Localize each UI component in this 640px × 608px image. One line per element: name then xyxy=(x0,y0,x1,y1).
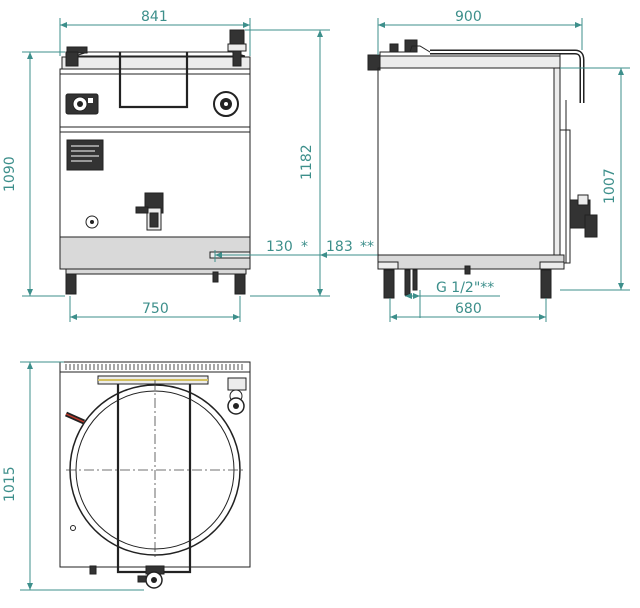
top-handle-frame xyxy=(116,384,192,574)
front-view xyxy=(59,29,251,295)
dim-feet-width: 750 xyxy=(142,301,169,317)
front-lid xyxy=(74,51,246,57)
dim-front-height: 1090 xyxy=(2,156,18,192)
front-foot-right xyxy=(234,273,246,295)
side-foot-right xyxy=(540,269,552,299)
dim-top-depth: 1015 xyxy=(2,466,18,502)
top-tap xyxy=(227,377,247,391)
front-rim xyxy=(61,56,251,70)
dim-side-height: 1007 xyxy=(602,168,618,204)
front-band xyxy=(59,126,251,133)
side-view xyxy=(367,39,598,299)
front-water-inlet xyxy=(212,271,219,283)
dim-front-width: 841 xyxy=(141,9,168,25)
side-foot-left xyxy=(383,269,395,299)
dim-overall-height: 1182 xyxy=(299,144,315,180)
dim-drain-mark: * xyxy=(301,239,308,255)
front-lid-handle xyxy=(118,52,189,109)
dim-drain-offset: 130 xyxy=(266,239,293,255)
top-rear-strip xyxy=(59,361,251,373)
top-view xyxy=(59,361,251,589)
side-body xyxy=(377,67,561,264)
front-rating-plate xyxy=(66,139,104,171)
dim-side-feet: 680 xyxy=(455,301,482,317)
front-dimensions: 841 1090 1182 750 130 * 183 ** xyxy=(2,9,420,322)
top-dimensions: 1015 xyxy=(2,361,144,591)
dim-water-inlet: G 1/2"** xyxy=(436,280,494,296)
side-dimensions: 900 1007 G 1/2"** 680 xyxy=(377,9,630,322)
front-foot-left xyxy=(65,273,77,295)
dim-water-offset: 183 xyxy=(326,239,353,255)
front-hinge-block xyxy=(65,51,79,67)
dim-side-depth: 900 xyxy=(455,9,482,25)
dim-water-mark: ** xyxy=(360,239,374,255)
front-tap-top xyxy=(229,29,245,45)
front-tap-knob xyxy=(227,43,247,52)
side-rim xyxy=(377,55,561,69)
side-base xyxy=(377,254,565,270)
